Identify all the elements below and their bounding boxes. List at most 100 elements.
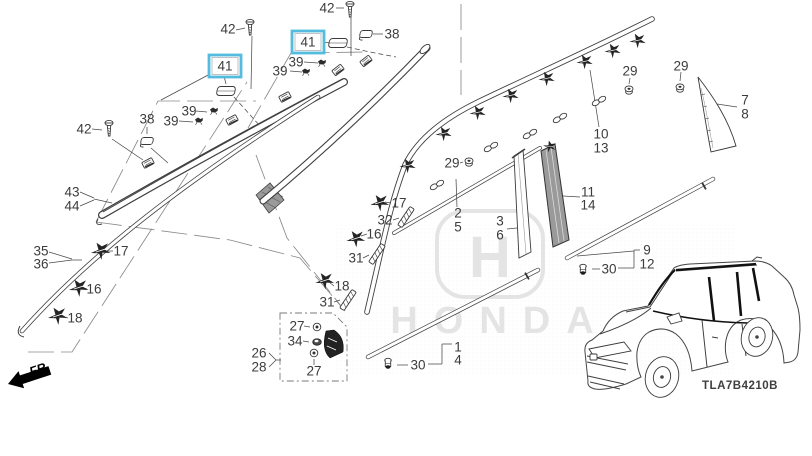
railclip-icon — [331, 64, 345, 76]
cap38-icon — [139, 137, 154, 148]
callouts: 4241393938424344423841393935361716181732… — [33, 1, 748, 379]
callout-31-1[interactable]: 31 — [348, 251, 363, 266]
callout-2[interactable]: 2 — [454, 206, 462, 221]
nut-icon — [309, 348, 319, 358]
plug-icon — [579, 263, 587, 275]
bclip-icon — [47, 307, 68, 325]
callout-17-1[interactable]: 17 — [113, 244, 128, 259]
inset-box-26-28 — [279, 312, 348, 382]
callout-18-1[interactable]: 18 — [67, 311, 82, 326]
front-door-belt-molding — [365, 267, 541, 360]
callout-13[interactable]: 13 — [593, 141, 608, 156]
callout-27-1[interactable]: 27 — [289, 319, 304, 334]
callout-7[interactable]: 7 — [741, 93, 749, 108]
callout-42-3[interactable]: 42 — [319, 1, 334, 16]
callout-39-3[interactable]: 39 — [288, 55, 303, 70]
bclip-icon — [543, 140, 556, 153]
bclip-icon — [538, 71, 555, 87]
bclip-icon — [399, 158, 416, 174]
retainer-icon — [339, 289, 357, 311]
callout-41-1[interactable]: 41 — [217, 59, 232, 74]
oval-icon — [483, 141, 499, 153]
callout-4[interactable]: 4 — [454, 353, 462, 368]
corner-garnish-piece — [323, 329, 344, 359]
bclip-icon — [502, 88, 519, 104]
callout-31-2[interactable]: 31 — [319, 295, 334, 310]
callout-39-2[interactable]: 39 — [163, 114, 178, 129]
callout-43[interactable]: 43 — [64, 185, 79, 200]
belt-molding-highlight — [652, 310, 749, 324]
highlight-box-inner — [211, 57, 239, 75]
callout-42-1[interactable]: 42 — [220, 22, 235, 37]
fr-arrow-icon — [8, 366, 52, 389]
bclip-icon — [435, 126, 452, 142]
screw-icon — [104, 119, 114, 137]
fastener-icons — [47, 0, 707, 369]
screw-icon — [345, 0, 355, 18]
h-emblem-letter: H — [469, 225, 511, 290]
fr-label: FR. — [28, 359, 51, 379]
callout-5[interactable]: 5 — [454, 220, 462, 235]
callout-44[interactable]: 44 — [64, 199, 80, 214]
callout-11[interactable]: 11 — [581, 185, 595, 200]
nut-icon — [312, 322, 322, 332]
oval-icon — [591, 95, 607, 107]
railclip-icon — [278, 91, 292, 103]
callout-38-1[interactable]: 38 — [139, 112, 154, 127]
callout-39-1[interactable]: 39 — [181, 104, 196, 119]
pin-icon — [701, 182, 707, 190]
cap-icon — [216, 86, 236, 96]
callout-26[interactable]: 26 — [251, 346, 266, 361]
callout-42-2[interactable]: 42 — [76, 122, 91, 137]
callout-16-2[interactable]: 16 — [366, 227, 381, 242]
moldings-artwork — [17, 16, 737, 360]
roof-drip-molding — [364, 16, 655, 315]
callout-32[interactable]: 32 — [377, 213, 392, 228]
callout-8[interactable]: 8 — [741, 107, 749, 122]
callout-29-2[interactable]: 29 — [622, 64, 637, 79]
plug-icon — [384, 357, 392, 369]
bclip-icon — [68, 279, 89, 297]
roof-molding-highlight — [648, 262, 757, 306]
callout-41-2[interactable]: 41 — [300, 35, 315, 50]
callout-18-2[interactable]: 18 — [334, 279, 349, 294]
oval-icon — [522, 128, 538, 140]
clip39-icon — [302, 68, 310, 76]
bclip-icon — [370, 195, 390, 212]
callout-9[interactable]: 9 — [643, 243, 651, 258]
screw-icon — [245, 18, 255, 36]
bclip-icon — [629, 33, 646, 49]
callout-17-2[interactable]: 17 — [391, 196, 406, 211]
callout-10[interactable]: 10 — [593, 127, 608, 142]
gromcap-icon — [312, 338, 322, 346]
callout-29-3[interactable]: 29 — [673, 59, 688, 74]
clip39-icon — [195, 117, 203, 125]
callout-29-1[interactable]: 29 — [444, 156, 459, 171]
rear-sash-garnish — [540, 143, 570, 248]
callout-14[interactable]: 14 — [580, 198, 596, 213]
grommet-icon — [675, 83, 685, 93]
pin-icon — [524, 272, 530, 280]
callout-34[interactable]: 34 — [287, 334, 303, 349]
callout-28[interactable]: 28 — [251, 360, 266, 375]
callout-16-1[interactable]: 16 — [86, 282, 101, 297]
highlight-box — [290, 29, 326, 55]
callout-39-4[interactable]: 39 — [272, 64, 287, 79]
callout-30-1[interactable]: 30 — [601, 262, 616, 277]
callout-27-2[interactable]: 27 — [306, 364, 321, 379]
rear-door-belt-molding — [564, 176, 716, 261]
vehicle-illustration — [584, 256, 801, 398]
callout-36[interactable]: 36 — [33, 257, 48, 272]
callout-35[interactable]: 35 — [33, 244, 48, 259]
side-mirror — [666, 312, 683, 325]
callout-1[interactable]: 1 — [454, 340, 462, 355]
oval-icon — [552, 112, 568, 124]
callout-12[interactable]: 12 — [639, 257, 654, 272]
callout-3[interactable]: 3 — [496, 214, 504, 229]
callout-6[interactable]: 6 — [496, 228, 504, 243]
callout-38-2[interactable]: 38 — [384, 27, 399, 42]
retainer-icon — [368, 243, 386, 265]
bclip-icon — [469, 105, 486, 121]
callout-30-2[interactable]: 30 — [410, 358, 425, 373]
